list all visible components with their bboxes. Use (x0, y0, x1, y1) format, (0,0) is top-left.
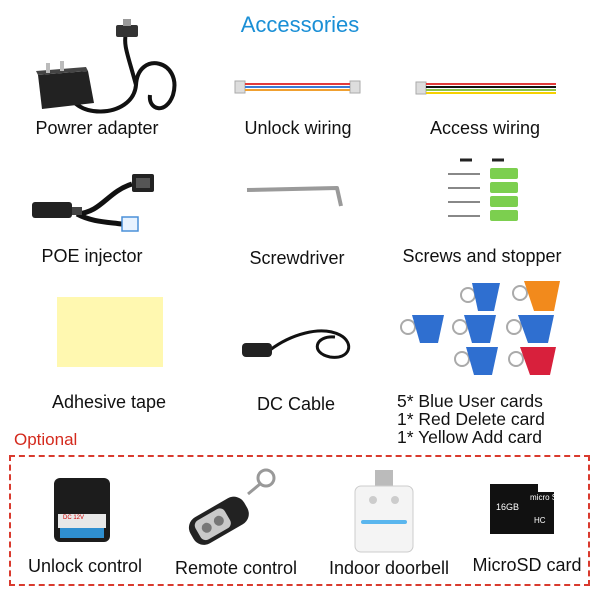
remote-control-image (188, 468, 276, 545)
remote-control-label: Remote control (174, 558, 298, 578)
screws-stopper-image (448, 158, 518, 221)
optional-heading: Optional (14, 430, 78, 449)
unlock-control-badge: DC 12V (63, 515, 85, 521)
screwdriver-label: Screwdriver (249, 248, 345, 268)
cards-list-item: 1* Red Delete card (397, 409, 545, 429)
cards-list: 5* Blue User cards 1* Red Delete card 1*… (397, 392, 545, 446)
access-wiring-label: Access wiring (429, 118, 541, 138)
unlock-control-label: Unlock control (27, 556, 143, 576)
microsd-class: HC (534, 516, 546, 525)
screwdriver-image (246, 186, 343, 207)
poe-injector-label: POE injector (41, 246, 143, 266)
adhesive-tape-image (57, 297, 163, 367)
power-adapter-image (36, 19, 177, 114)
unlock-wiring-image (234, 80, 361, 94)
microsd-card-label: MicroSD card (472, 555, 582, 575)
microsd-card-image (490, 484, 554, 534)
dc-cable-label: DC Cable (256, 394, 336, 414)
unlock-wiring-label: Unlock wiring (244, 118, 352, 138)
access-wiring-image (415, 81, 556, 95)
indoor-doorbell-label: Indoor doorbell (328, 558, 450, 578)
optional-box (9, 455, 590, 586)
cards-list-item: 5* Blue User cards (397, 391, 543, 411)
rfid-cards-image (400, 281, 560, 375)
microsd-capacity: 16GB (496, 502, 520, 512)
indoor-doorbell-image (354, 470, 414, 553)
page-title: Accessories (240, 12, 360, 37)
power-adapter-label: Powrer adapter (35, 118, 159, 138)
microsd-brand: micro SD (530, 493, 563, 502)
unlock-control-image (54, 478, 110, 542)
dc-cable-image (242, 329, 351, 359)
screws-stopper-label: Screws and stopper (402, 246, 562, 266)
poe-injector-image (32, 174, 154, 232)
adhesive-tape-label: Adhesive tape (51, 392, 167, 412)
cards-list-item: 1* Yellow Add card (397, 427, 542, 447)
